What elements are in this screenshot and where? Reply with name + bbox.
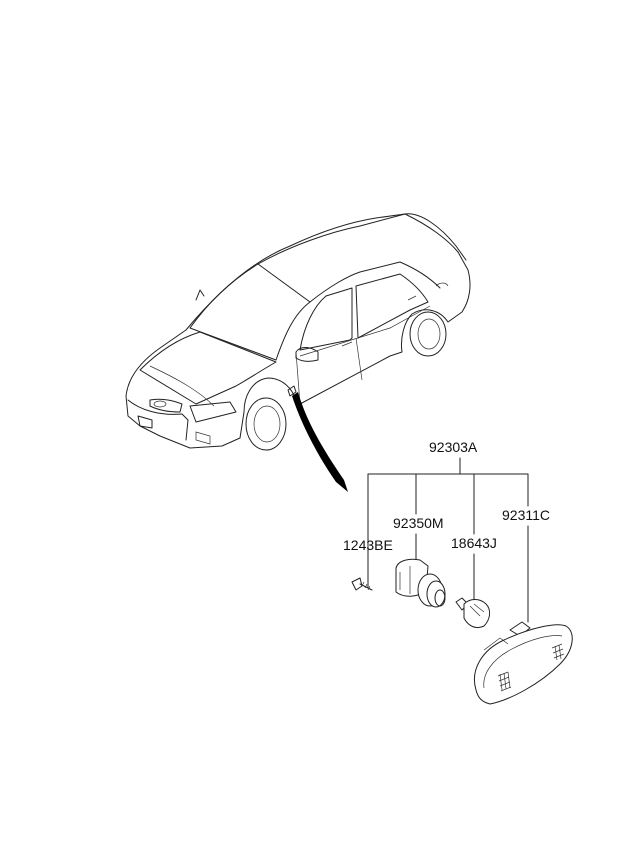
screw-part — [351, 577, 373, 591]
callout-lines — [367, 457, 529, 623]
part-label-92350m: 92350M — [393, 515, 444, 531]
part-label-18643j: 18643J — [451, 535, 497, 551]
lens-part — [474, 621, 573, 705]
part-label-92303a: 92303A — [429, 439, 478, 455]
part-label-92311c: 92311C — [502, 507, 550, 523]
part-label-1243be: 1243BE — [343, 537, 393, 553]
socket-part — [395, 558, 446, 608]
bulb-part — [455, 597, 491, 629]
car-illustration — [125, 213, 471, 451]
location-leader-arrow — [292, 392, 348, 492]
